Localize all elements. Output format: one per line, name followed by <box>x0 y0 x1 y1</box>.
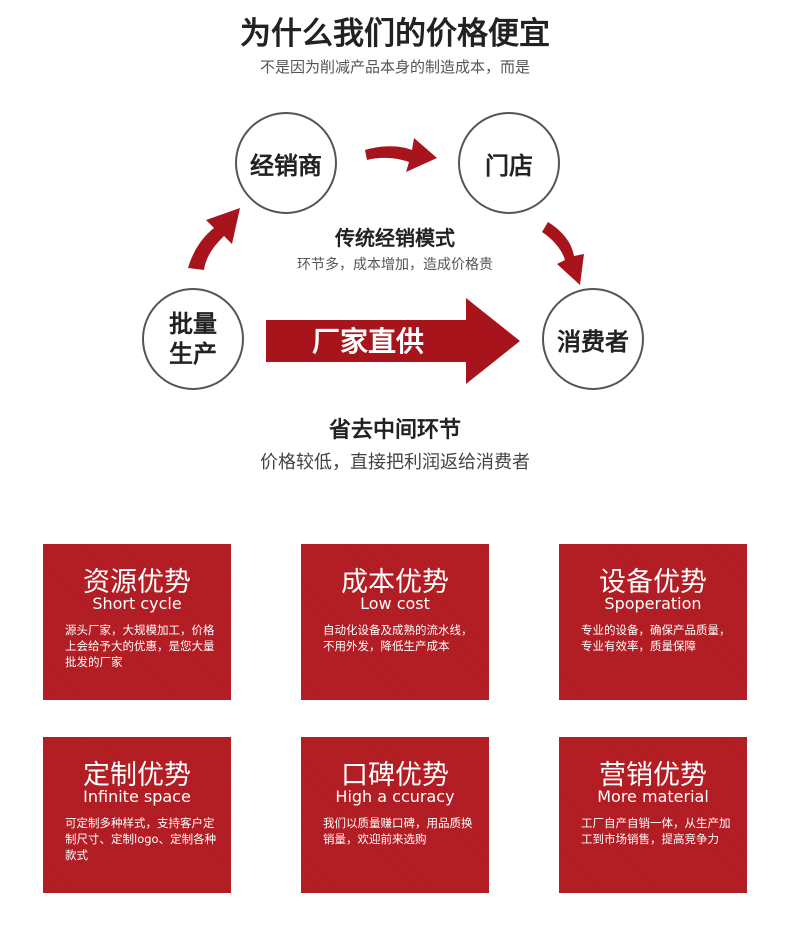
card-description: 我们以质量赚口碑，用品质换销量，欢迎前来选购 <box>323 816 473 846</box>
card-cost: 成本优势 Low cost 自动化设备及成熟的流水线，不用外发，降低生产成本 <box>301 544 489 700</box>
page-subtitle: 不是因为削减产品本身的制造成本，而是 <box>259 58 530 76</box>
page-title: 为什么我们的价格便宜 <box>240 16 550 52</box>
arrow-dealer-to-store <box>365 138 437 172</box>
card-marketing: 营销优势 More material 工厂自产自销一体，从生产加工到市场销售，提… <box>559 737 747 893</box>
card-title: 资源优势 <box>83 567 191 598</box>
card-description: 自动化设备及成熟的流水线，不用外发，降低生产成本 <box>323 623 473 653</box>
card-description: 可定制多种样式，支持客户定制尺寸、定制logo、定制各种款式 <box>65 816 217 862</box>
card-title: 定制优势 <box>83 760 191 791</box>
node-mass-line1: 批量 <box>169 310 217 338</box>
arrow-mass-to-dealer <box>188 208 240 270</box>
card-english: High a ccuracy <box>335 787 455 806</box>
card-english: More material <box>597 787 709 806</box>
traditional-subtitle: 环节多，成本增加，造成价格贵 <box>297 257 493 273</box>
card-title: 营销优势 <box>599 760 707 791</box>
flow-arrows <box>188 138 584 384</box>
card-english: Spoperation <box>604 594 702 613</box>
card-resource: 资源优势 Short cycle 源头厂家，大规模加工，价格上会给予大的优惠，是… <box>43 544 231 700</box>
arrow-direct-supply <box>266 298 520 384</box>
node-mass-line2: 生产 <box>169 340 217 368</box>
card-title: 口碑优势 <box>341 760 449 791</box>
direct-supply-label: 厂家直供 <box>311 325 424 358</box>
card-description: 源头厂家，大规模加工，价格上会给予大的优惠，是您大量批发的厂家 <box>65 623 215 669</box>
node-store: 门店 <box>458 112 560 214</box>
card-description: 工厂自产自销一体，从生产加工到市场销售，提高竞争力 <box>581 816 731 846</box>
node-consumer: 消费者 <box>542 288 644 390</box>
save-title: 省去中间环节 <box>328 418 461 443</box>
card-english: Low cost <box>360 594 430 613</box>
node-dealer: 经销商 <box>235 112 337 214</box>
card-title: 设备优势 <box>599 567 707 598</box>
card-title: 成本优势 <box>341 567 449 598</box>
traditional-title: 传统经销模式 <box>335 226 455 250</box>
card-reputation: 口碑优势 High a ccuracy 我们以质量赚口碑，用品质换销量，欢迎前来… <box>301 737 489 893</box>
arrow-store-to-consumer <box>542 222 584 285</box>
card-english: Infinite space <box>83 787 191 806</box>
node-mass-production: 批量 生产 <box>142 288 244 390</box>
card-english: Short cycle <box>92 594 182 613</box>
save-subtitle: 价格较低，直接把利润返给消费者 <box>260 452 530 473</box>
card-equipment: 设备优势 Spoperation 专业的设备，确保产品质量，专业有效率，质量保障 <box>559 544 747 700</box>
card-custom: 定制优势 Infinite space 可定制多种样式，支持客户定制尺寸、定制l… <box>43 737 231 893</box>
card-description: 专业的设备，确保产品质量，专业有效率，质量保障 <box>581 623 731 653</box>
